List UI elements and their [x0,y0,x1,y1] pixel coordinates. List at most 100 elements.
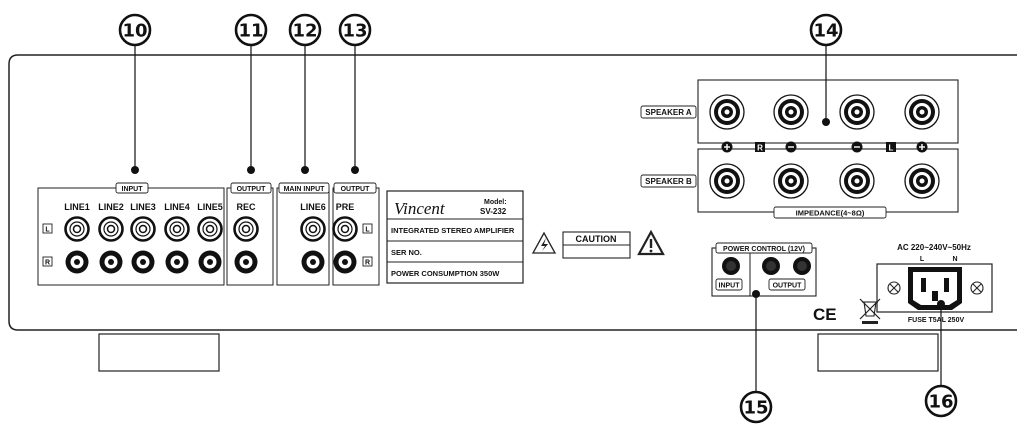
line3-label: LINE3 [130,202,156,212]
rec-l-jack[interactable] [233,216,259,242]
callout-15-number: 15 [743,398,768,419]
callout-10: 10 [118,13,152,47]
left-screw-icon [887,281,901,295]
rec-title-box [230,182,272,194]
line6-l-jack[interactable] [300,216,326,242]
polarity-l-box [886,142,896,152]
speaker-a-label: SPEAKER A [645,108,692,117]
line5-l-jack[interactable] [197,216,223,242]
line2-label: LINE2 [98,202,124,212]
input-r-label: R [45,260,50,267]
callout-14: 14 [809,13,843,47]
fuse-rating-label: FUSE T5AL 250V [908,317,965,324]
caution-area: CAUTION [531,229,665,259]
callout-16-number: 16 [928,392,953,413]
ac-rating-label: AC 220~240V~50Hz [897,243,971,252]
main-input-section: MAIN INPUT LINE6 [276,182,330,286]
line5-label: LINE5 [197,202,223,212]
model-label: Model: [484,199,507,206]
input-title: INPUT [122,186,144,193]
ce-mark: CE [813,305,837,324]
callout-13-number: 13 [342,21,367,42]
line2-l-jack[interactable] [98,216,124,242]
callout-14-number: 14 [813,21,838,42]
pre-l-label: L [365,227,370,234]
pin-n-label: N [952,256,957,263]
speaker-a-frame [697,79,959,144]
speaker-b-r-plus-terminal[interactable] [709,163,745,199]
caution-label: CAUTION [576,234,617,244]
model-number: SV-232 [480,207,507,216]
right-foot [817,333,939,372]
left-foot [98,333,220,372]
pre-l-box [362,223,373,234]
line4-r-jack[interactable] [165,250,189,274]
speaker-a-label-box [640,105,697,119]
warning-triangle-icon [637,229,665,256]
iec-pin-n [944,278,949,292]
callout-leaders [134,46,942,398]
pre-output-section: OUTPUT PRE L R [332,182,380,286]
binding-posts [709,94,940,199]
callout-12-number: 12 [292,21,317,42]
pre-label: PRE [336,202,355,212]
trigger-output-2-jack[interactable] [793,257,811,275]
polarity-l-label: L [889,144,894,153]
input-title-box [115,182,149,194]
line1-r-jack[interactable] [65,250,89,274]
chassis-outline [8,54,1017,331]
speaker-a-l-plus-terminal[interactable] [904,94,940,130]
pre-l-jack[interactable] [332,216,358,242]
callout-16: 16 [924,384,958,418]
pin-l-label: L [920,256,925,263]
speaker-b-l-minus-terminal[interactable] [839,163,875,199]
polarity-r-label: R [757,144,763,153]
callout-13: 13 [338,13,372,47]
brand-logo: Vincent [394,199,446,218]
speaker-a-l-minus-terminal[interactable] [839,94,875,130]
line2-r-jack[interactable] [99,250,123,274]
rec-r-jack[interactable] [234,250,258,274]
nameplate-frame [386,190,524,284]
callout-12: 12 [288,13,322,47]
power-control-input-label: INPUT [719,283,741,290]
pre-r-jack[interactable] [333,250,357,274]
line3-l-jack[interactable] [130,216,156,242]
callout-10-number: 10 [122,21,147,42]
impedance-label: IMPEDANCE(4~8Ω) [796,209,865,218]
ac-inlet-section: AC 220~240V~50Hz L N FUSE T5AL 250V [876,243,993,324]
speaker-a-r-minus-terminal[interactable] [773,94,809,130]
speaker-a-r-plus-terminal[interactable] [709,94,745,130]
speaker-b-l-plus-terminal[interactable] [904,163,940,199]
ac-inlet-plate [876,263,993,313]
iec-pin-earth [932,291,938,301]
line4-l-jack[interactable] [164,216,190,242]
rca-jacks [64,216,358,274]
speaker-b-label: SPEAKER B [645,177,692,186]
trigger-jacks [722,257,811,275]
serial-number-label: SER NO. [391,248,422,257]
callout-15: 15 [739,390,773,424]
rec-output-title: OUTPUT [237,186,267,193]
trigger-input-jack[interactable] [722,257,740,275]
line6-r-jack[interactable] [301,250,325,274]
input-l-box [42,223,53,234]
main-input-title: MAIN INPUT [284,186,326,193]
speaker-b-r-minus-terminal[interactable] [773,163,809,199]
speaker-b-label-box [640,174,697,188]
line1-l-jack[interactable] [64,216,90,242]
callout-dots [131,118,945,308]
weee-bin-icon [859,298,881,324]
speaker-section: SPEAKER A SPEAKER B IMPEDANCE(4~8Ω) R L [640,79,959,219]
line3-r-jack[interactable] [131,250,155,274]
power-control-output-label: OUTPUT [773,283,803,290]
line5-r-jack[interactable] [198,250,222,274]
trigger-output-1-jack[interactable] [762,257,780,275]
pre-r-box [362,256,373,267]
iec-pin-l [921,278,926,292]
impedance-label-box [773,206,887,219]
input-l-label: L [45,227,50,234]
input-section: INPUT LINE1 LINE2 LINE3 LINE4 LINE5 L R [37,182,225,286]
pre-r-label: R [365,260,370,267]
